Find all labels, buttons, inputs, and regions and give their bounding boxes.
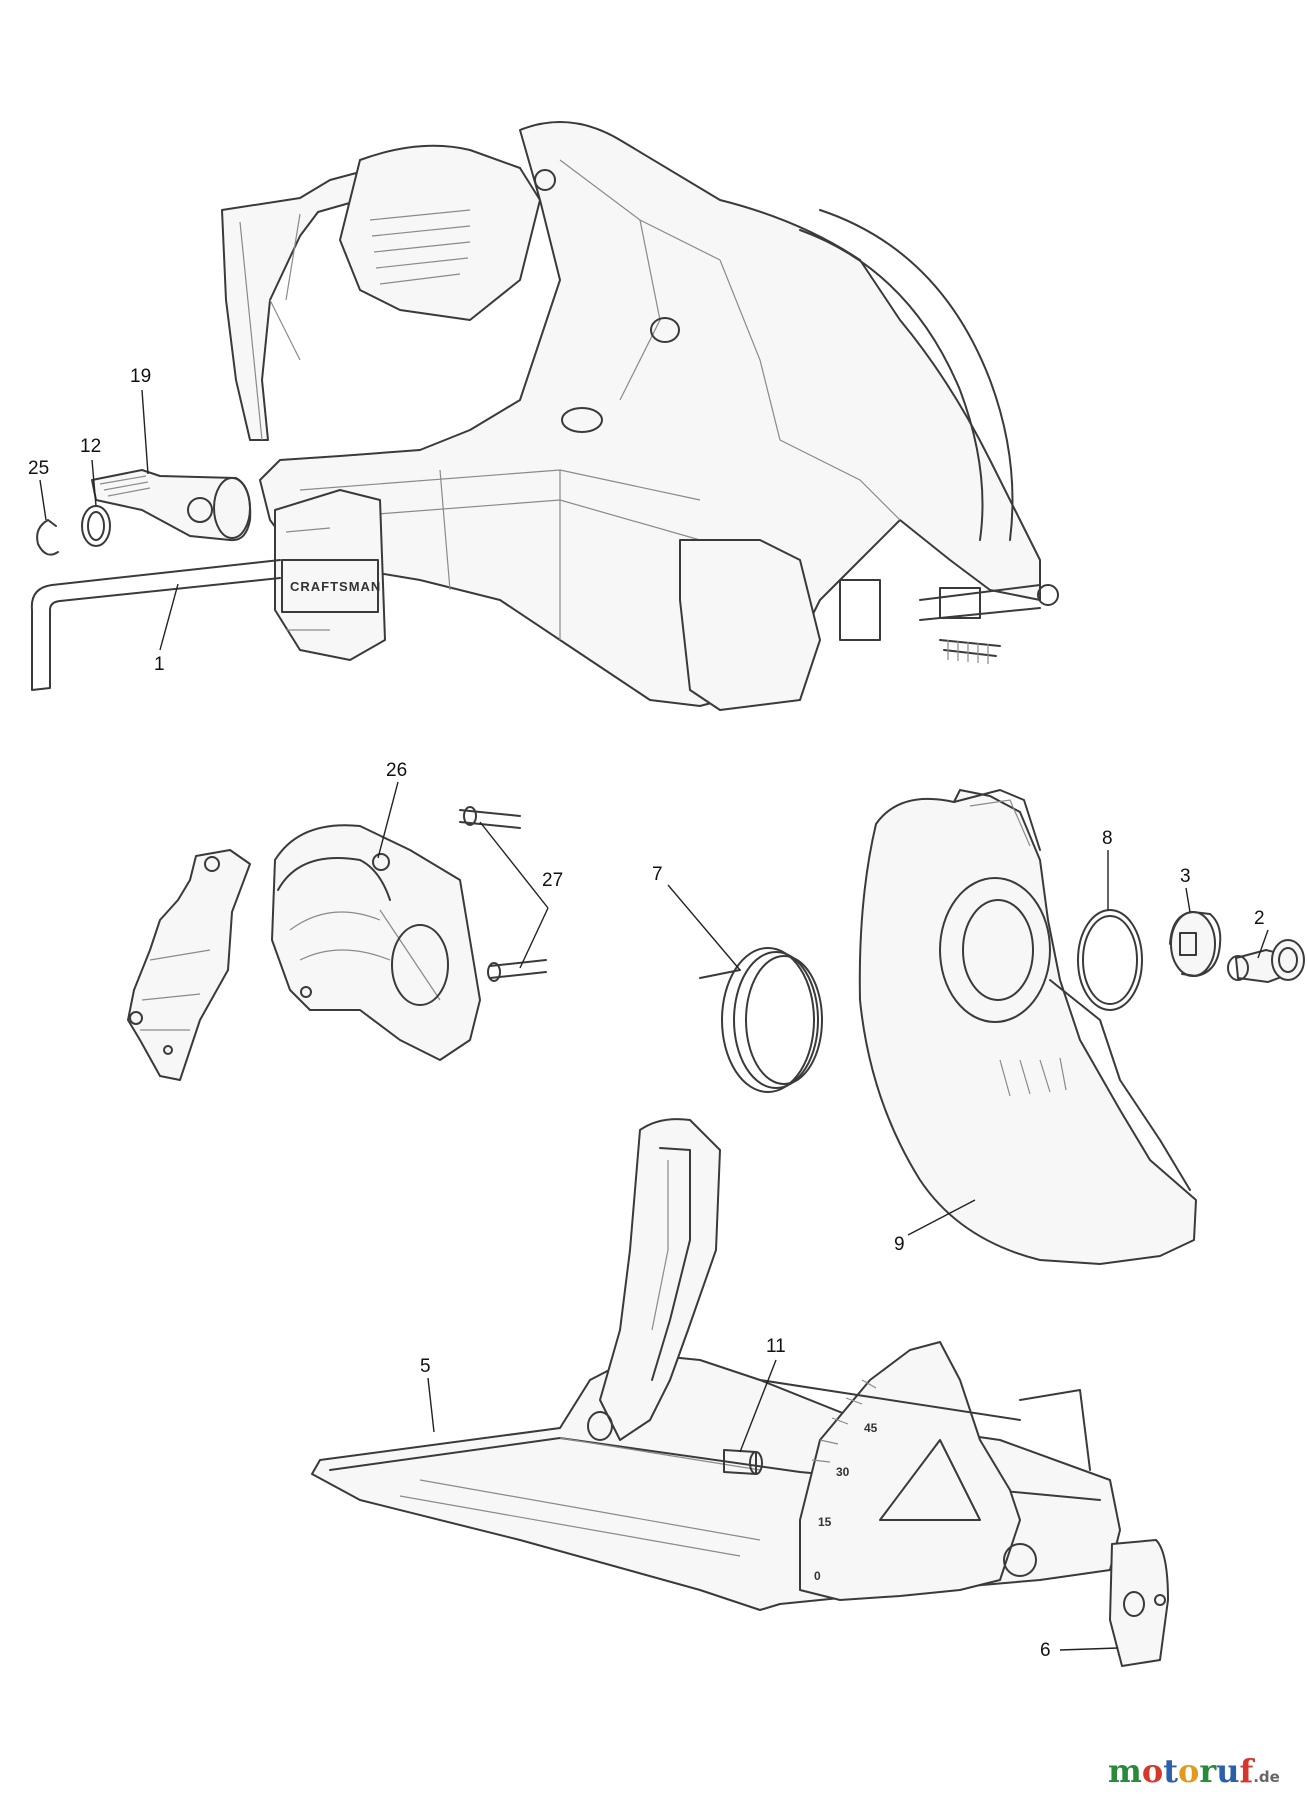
watermark-letter: r <box>1199 1752 1217 1790</box>
callout-labels: 1 2 3 5 6 7 8 9 11 12 19 25 26 27 <box>28 366 1265 1661</box>
callout-7: 7 <box>652 864 663 885</box>
motoruf-watermark: motoruf.de <box>1108 1752 1280 1790</box>
callout-19: 19 <box>130 366 151 387</box>
callout-27: 27 <box>542 870 563 891</box>
callout-12: 12 <box>80 436 101 457</box>
watermark-letter: u <box>1216 1752 1239 1790</box>
upper-blade-guard <box>858 789 1197 1265</box>
bevel-lever-parts <box>36 469 252 556</box>
callout-5: 5 <box>420 1356 431 1377</box>
callout-6: 6 <box>1040 1640 1051 1661</box>
watermark-logo: motoruf.de <box>1108 1752 1280 1790</box>
callout-25: 25 <box>28 458 49 479</box>
callout-leaders <box>39 389 1269 1651</box>
flat-washer <box>1077 909 1143 1011</box>
bevel-scale-45: 45 <box>864 1421 878 1435</box>
callout-2: 2 <box>1254 908 1265 929</box>
callout-8: 8 <box>1102 828 1113 849</box>
watermark-suffix: .de <box>1253 1768 1280 1786</box>
blade-bolt <box>1227 939 1305 983</box>
brand-logo: CRAFTSMAN <box>290 579 381 594</box>
watermark-letter: o <box>1178 1752 1199 1790</box>
blade-clamp-washer <box>1169 911 1222 977</box>
callout-9: 9 <box>894 1234 905 1255</box>
blade-guard-lever <box>127 849 251 1081</box>
hex-wrench <box>30 559 281 691</box>
torsion-spring <box>699 947 823 1093</box>
bevel-scale-15: 15 <box>818 1515 832 1529</box>
callout-26: 26 <box>386 760 407 781</box>
watermark-letter: m <box>1108 1752 1142 1790</box>
watermark-letter: f <box>1239 1752 1255 1790</box>
bevel-scale-30: 30 <box>836 1465 850 1479</box>
callout-3: 3 <box>1180 866 1191 887</box>
saw-motor-housing: CRAFTSMAN <box>221 121 1059 711</box>
callout-1: 1 <box>154 654 165 675</box>
watermark-letter: t <box>1163 1752 1178 1790</box>
callout-11: 11 <box>766 1336 786 1357</box>
watermark-letter: o <box>1142 1752 1163 1790</box>
base-plate: 0 15 30 45 <box>311 1118 1121 1611</box>
spacer-block <box>1109 1539 1169 1667</box>
bevel-scale-0: 0 <box>814 1569 821 1583</box>
lower-guard-housing <box>271 806 547 1061</box>
